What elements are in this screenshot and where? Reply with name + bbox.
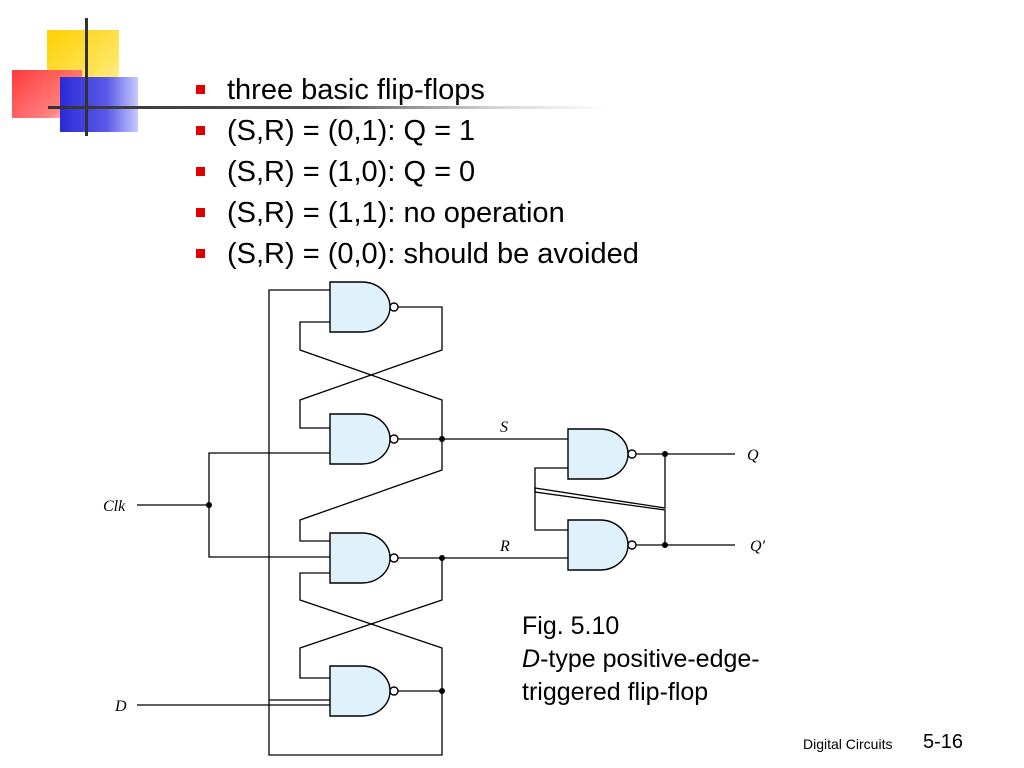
junction-dot bbox=[439, 688, 445, 694]
bullet-marker bbox=[196, 249, 205, 258]
nand-gate-6 bbox=[567, 519, 637, 571]
bullet-text: (S,R) = (0,0): should be avoided bbox=[227, 238, 639, 270]
nand-gate-5 bbox=[567, 428, 637, 480]
caption-line-1: Fig. 5.10 bbox=[522, 612, 620, 640]
bullet-marker bbox=[196, 126, 205, 135]
bullet-text: three basic flip-flops bbox=[227, 74, 485, 106]
caption-line-3: triggered flip-flop bbox=[522, 678, 709, 706]
decor-horizontal-line bbox=[48, 106, 608, 109]
bullet-item: (S,R) = (1,1): no operation bbox=[196, 193, 639, 234]
footer-label: Digital Circuits bbox=[803, 736, 893, 752]
decor-blue-square bbox=[60, 77, 138, 132]
bullet-item: (S,R) = (0,0): should be avoided bbox=[196, 234, 639, 275]
label-q: Q bbox=[747, 447, 759, 464]
label-s: S bbox=[500, 419, 508, 436]
bullet-list: three basic flip-flops (S,R) = (0,1): Q … bbox=[196, 70, 639, 275]
bullet-item: three basic flip-flops bbox=[196, 70, 639, 111]
label-d: D bbox=[114, 698, 127, 715]
label-r: R bbox=[499, 538, 510, 555]
caption-line-2: D-type positive-edge- bbox=[522, 643, 760, 676]
bullet-marker bbox=[196, 85, 205, 94]
bullet-marker bbox=[196, 167, 205, 176]
label-clk: Clk bbox=[103, 498, 126, 515]
bullet-text: (S,R) = (0,1): Q = 1 bbox=[227, 115, 476, 147]
junction-dot bbox=[662, 451, 668, 457]
junction-dot bbox=[206, 502, 212, 508]
bullet-item: (S,R) = (0,1): Q = 1 bbox=[196, 111, 639, 152]
decor-vertical-line bbox=[85, 18, 88, 136]
page-number: 5-16 bbox=[923, 731, 964, 753]
figure-caption: Fig. 5.10 D-type positive-edge- triggere… bbox=[522, 610, 760, 709]
nand-gate-2 bbox=[329, 413, 399, 465]
wire-clk-up bbox=[208, 452, 330, 505]
bullet-item: (S,R) = (1,0): Q = 0 bbox=[196, 152, 639, 193]
caption-d-italic: D bbox=[522, 645, 541, 673]
label-q-prime: Q′ bbox=[750, 538, 766, 555]
wire-g2-to-g3 bbox=[299, 439, 443, 542]
nand-gate-4 bbox=[329, 665, 399, 717]
wire-g2-out bbox=[299, 321, 443, 440]
bullet-marker bbox=[196, 208, 205, 217]
nand-gate-3 bbox=[329, 532, 399, 584]
nand-gate-1 bbox=[329, 281, 399, 333]
junction-dot bbox=[439, 555, 445, 561]
junction-dot bbox=[662, 542, 668, 548]
wire-outer-loop bbox=[268, 289, 443, 756]
wire-clk-down bbox=[208, 505, 330, 558]
wire-qp-feedback bbox=[534, 467, 666, 545]
junction-dot bbox=[439, 436, 445, 442]
wire-g4-out bbox=[299, 572, 443, 692]
caption-line-2-rest: -type positive-edge- bbox=[540, 645, 760, 673]
bullet-text: (S,R) = (1,0): Q = 0 bbox=[227, 156, 476, 188]
bullet-text: (S,R) = (1,1): no operation bbox=[227, 197, 565, 229]
